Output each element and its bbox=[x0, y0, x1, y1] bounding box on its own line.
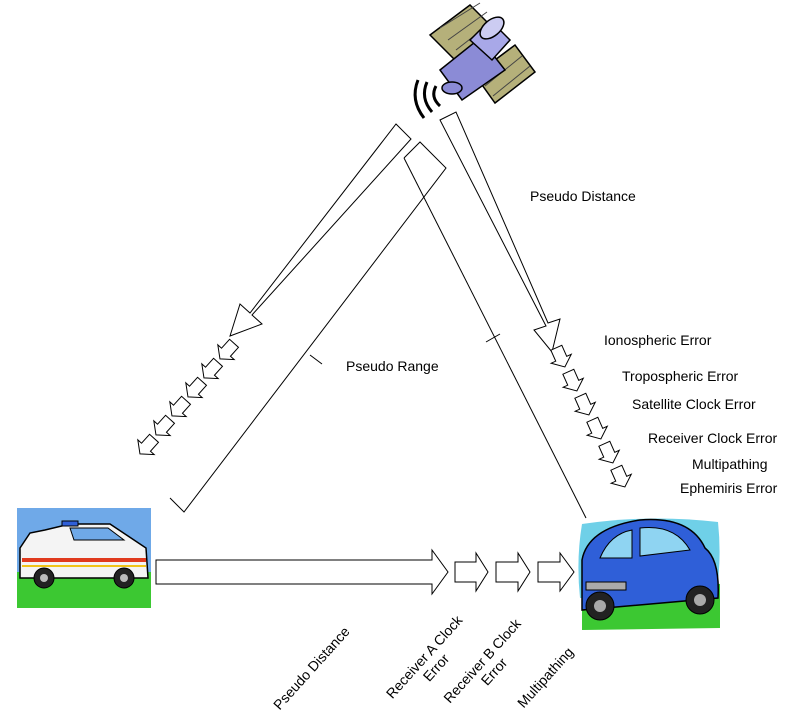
pseudo-range-line-left bbox=[169, 141, 447, 513]
pseudo-distance-arrow bbox=[155, 548, 449, 596]
tropospheric-error-label: Tropospheric Error bbox=[622, 368, 739, 384]
pseudo-range-line-right bbox=[403, 157, 587, 519]
multipathing-arrow bbox=[537, 551, 575, 593]
ionospheric-error-label: Ionospheric Error bbox=[604, 332, 712, 348]
pseudo-distance-top-label: Pseudo Distance bbox=[530, 188, 636, 204]
left-error-arrow bbox=[217, 338, 240, 361]
gps-error-diagram bbox=[17, 2, 720, 630]
right-error-arrow bbox=[573, 392, 597, 416]
satellite-icon bbox=[413, 2, 537, 119]
left-error-arrows bbox=[137, 338, 240, 456]
receiver-a-clock-arrow bbox=[454, 551, 489, 593]
right-error-arrow bbox=[609, 464, 633, 488]
left-error-arrow bbox=[185, 376, 208, 399]
right-error-arrow bbox=[549, 344, 573, 368]
multipathing-error-label: Multipathing bbox=[692, 456, 768, 472]
receiver-b-clock-arrow bbox=[495, 551, 531, 593]
left-error-arrow bbox=[153, 414, 176, 437]
ambulance-icon bbox=[17, 508, 151, 608]
left-error-arrow bbox=[169, 395, 192, 418]
pseudo-range-label: Pseudo Range bbox=[346, 358, 439, 374]
left-error-arrow bbox=[137, 433, 160, 456]
satellite-clock-error-label: Satellite Clock Error bbox=[632, 396, 756, 412]
satellite-to-a-arrow bbox=[229, 123, 412, 337]
receiver-clock-error-label: Receiver Clock Error bbox=[648, 430, 778, 446]
ephemiris-error-label: Ephemiris Error bbox=[680, 480, 778, 496]
right-error-arrow bbox=[597, 440, 621, 464]
right-error-arrow bbox=[585, 416, 609, 440]
blue-car-icon bbox=[578, 518, 720, 630]
right-error-arrow bbox=[561, 368, 585, 392]
right-error-arrows bbox=[549, 344, 633, 488]
satellite-to-b-arrow bbox=[439, 111, 561, 354]
left-error-arrow bbox=[201, 357, 224, 380]
